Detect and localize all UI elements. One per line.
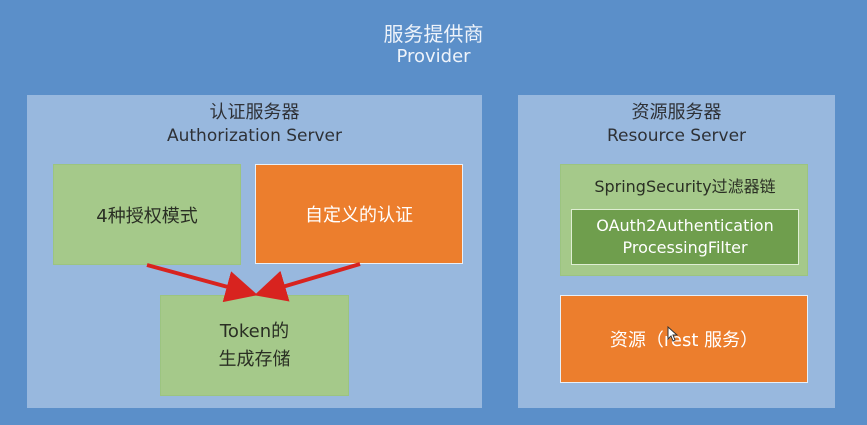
grant-modes-box: 4种授权模式	[53, 164, 241, 265]
filter-chain-box: SpringSecurity过滤器链 OAuth2Authentication …	[560, 164, 808, 276]
token-line-1: Token的	[219, 320, 290, 342]
oauth2-filter-box: OAuth2Authentication ProcessingFilter	[571, 209, 799, 265]
custom-auth-box: 自定义的认证	[255, 164, 463, 264]
resource-server-panel: 资源服务器 Resource Server SpringSecurity过滤器链…	[518, 95, 835, 408]
custom-to-token-arrow	[254, 262, 361, 302]
authorization-server-panel: 认证服务器 Authorization Server 4种授权模式 自定义的认证…	[27, 95, 482, 408]
filter-line-1: OAuth2Authentication	[596, 216, 774, 235]
provider-title: 服务提供商	[383, 22, 484, 46]
provider-subtitle: Provider	[396, 46, 471, 67]
auth-server-subtitle: Authorization Server	[166, 126, 342, 146]
rest-resource-box: 资源（rest 服务）	[560, 295, 808, 383]
grant-to-token-arrow	[146, 263, 258, 303]
resource-server-title: 资源服务器	[631, 102, 722, 123]
auth-server-title: 认证服务器	[209, 102, 300, 123]
filter-chain-label: SpringSecurity过滤器链	[594, 177, 776, 196]
token-storage-box: Token的 生成存储	[160, 295, 349, 396]
resource-server-subtitle: Resource Server	[606, 126, 747, 146]
filter-line-2: ProcessingFilter	[622, 238, 748, 257]
mouse-cursor-icon	[667, 326, 679, 342]
token-line-2: 生成存储	[218, 348, 291, 370]
